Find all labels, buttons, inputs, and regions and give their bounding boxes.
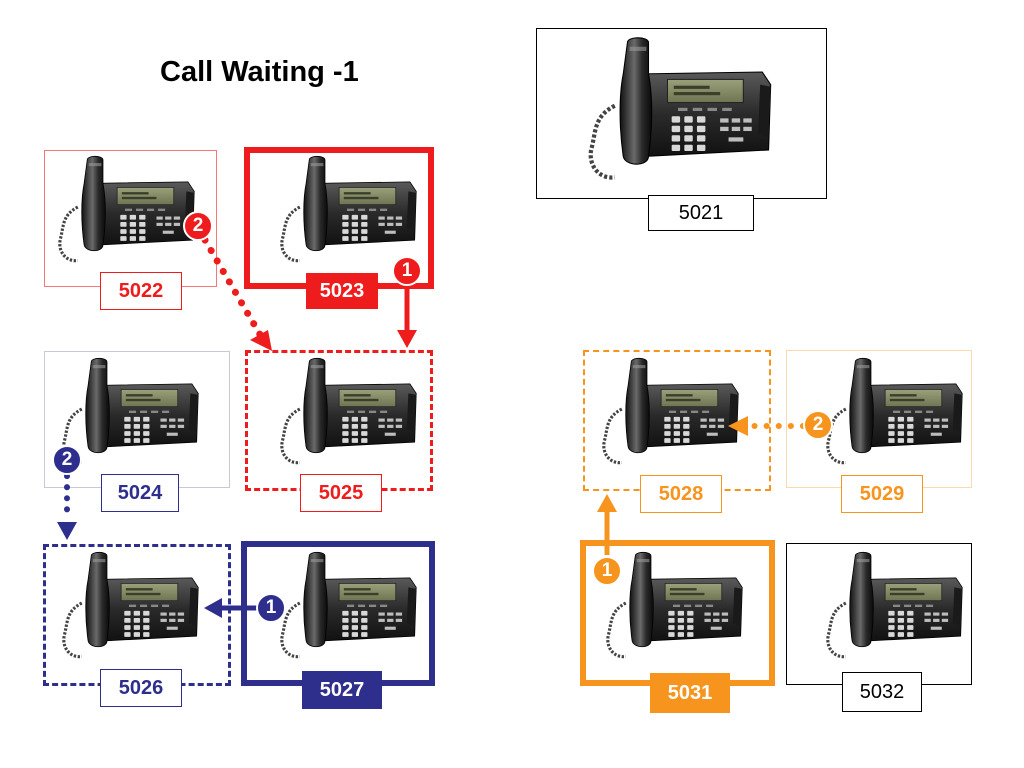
step-badge-red-2: 2 bbox=[183, 211, 213, 241]
step-badge-blue-1: 1 bbox=[256, 593, 286, 623]
extension-label-5025: 5025 bbox=[300, 474, 382, 512]
extension-label-5021: 5021 bbox=[648, 195, 754, 231]
extension-label-5029: 5029 bbox=[841, 475, 923, 513]
extension-label-5022: 5022 bbox=[100, 272, 182, 310]
extension-label-5023: 5023 bbox=[306, 273, 378, 309]
arrowhead-orange-2 bbox=[728, 416, 748, 436]
page-title: Call Waiting -1 bbox=[160, 56, 359, 88]
arrowhead-red-2 bbox=[250, 330, 272, 351]
arrowhead-orange-1 bbox=[597, 494, 617, 512]
arrow-red-2 bbox=[201, 236, 266, 342]
extension-label-5024: 5024 bbox=[101, 474, 179, 512]
step-badge-red-1: 1 bbox=[392, 256, 422, 286]
extension-label-5026: 5026 bbox=[100, 669, 182, 707]
arrowhead-blue-1 bbox=[204, 598, 222, 618]
arrowhead-blue-2 bbox=[57, 522, 77, 540]
step-badge-orange-2: 2 bbox=[803, 410, 833, 440]
extension-label-5031: 5031 bbox=[650, 673, 730, 713]
step-badge-orange-1: 1 bbox=[592, 556, 622, 586]
step-badge-blue-2: 2 bbox=[52, 445, 82, 475]
extension-label-5028: 5028 bbox=[640, 475, 722, 513]
arrowhead-red-1 bbox=[397, 330, 417, 348]
extension-label-5032: 5032 bbox=[842, 672, 922, 712]
extension-label-5027: 5027 bbox=[302, 671, 382, 709]
